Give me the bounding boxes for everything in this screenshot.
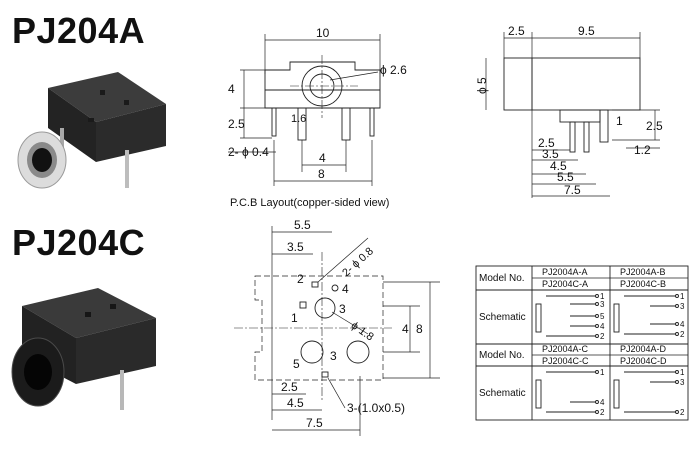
side-top-b-label: 9.5 xyxy=(578,24,595,38)
front-pin-dia-label: 2- ϕ 0.4 xyxy=(228,145,269,159)
schematic-b: 1 3 4 2 xyxy=(613,292,685,339)
model-a2: PJ2004C-A xyxy=(542,279,588,289)
model-d2: PJ2004C-D xyxy=(620,356,667,366)
front-view-drawing: 10 ϕ 2.6 4 2.5 1.6 2- ϕ 0.4 4 8 xyxy=(228,26,407,186)
sch-b-pin-1: 1 xyxy=(680,292,685,301)
pcb-h8-label: 8 xyxy=(416,322,423,336)
front-height-label: 4 xyxy=(228,82,235,96)
side-pin-h-label: 2.5 xyxy=(646,119,663,133)
table-model-label-1: Model No. xyxy=(479,273,525,284)
sch-a-pin-1: 1 xyxy=(600,292,605,301)
front-hole-dia-label: ϕ 2.6 xyxy=(380,63,407,77)
pcb-pin-1: 1 xyxy=(291,311,298,325)
side-top-a-label: 2.5 xyxy=(508,24,525,38)
model-title-pj204a: PJ204A xyxy=(12,10,146,51)
sch-b-pin-3: 3 xyxy=(680,302,685,311)
pcb-pin-3a: 3 xyxy=(339,302,346,316)
sch-b-pin-4: 4 xyxy=(680,320,685,329)
sch-d-pin-3: 3 xyxy=(680,378,685,387)
sch-b-pin-2: 2 xyxy=(680,330,685,339)
pcb-layout-drawing: P.C.B Layout(copper-sided view) 5.5 3.5 … xyxy=(230,197,440,436)
pcb-pin-2: 2 xyxy=(297,272,304,286)
sch-c-pin-4: 4 xyxy=(600,398,605,407)
front-overall-label: 8 xyxy=(318,167,325,181)
model-d1: PJ2004A-D xyxy=(620,344,667,354)
side-pin-w-label: 1 xyxy=(616,114,623,128)
schematic-table: Model No. Schematic Model No. Schematic … xyxy=(475,265,689,421)
pcb-w55-label: 5.5 xyxy=(294,218,311,232)
model-c1: PJ2004A-C xyxy=(542,344,589,354)
pcb-b75-label: 7.5 xyxy=(306,416,323,430)
front-width-label: 10 xyxy=(316,26,330,40)
sch-c-pin-2: 2 xyxy=(600,408,605,417)
table-model-label-2: Model No. xyxy=(479,350,525,361)
sch-a-pin-3: 3 xyxy=(600,300,605,309)
sch-a-pin-5: 5 xyxy=(600,312,605,321)
side-tab-label: 1.2 xyxy=(634,143,651,157)
pcb-hole08-label: 2- ϕ 0.8 xyxy=(340,245,376,279)
sch-a-pin-4: 4 xyxy=(600,322,605,331)
side-d3-label: 4.5 xyxy=(550,159,567,173)
product-photo-pj204c xyxy=(11,288,156,410)
front-pin-pitch-label: 4 xyxy=(319,151,326,165)
model-b1: PJ2004A-B xyxy=(620,267,666,277)
product-photo-pj204a xyxy=(17,72,166,189)
model-title-pj204c: PJ204C xyxy=(12,222,146,263)
sch-c-pin-1: 1 xyxy=(600,368,605,377)
side-view-drawing: 2.5 9.5 ϕ 5 2.5 1 1.2 2.5 3.5 4.5 5.5 7.… xyxy=(475,24,663,198)
side-d4-label: 5.5 xyxy=(557,170,574,184)
pcb-b25-label: 2.5 xyxy=(281,380,298,394)
schematic-d: 1 3 2 xyxy=(613,368,685,417)
pcb-slot-label: 3-(1.0x0.5) xyxy=(347,401,405,415)
pcb-pin-5: 5 xyxy=(293,357,300,371)
schematic-a: 1 3 5 4 2 xyxy=(535,292,605,341)
model-b2: PJ2004C-B xyxy=(620,279,666,289)
pcb-b45-label: 4.5 xyxy=(287,396,304,410)
table-schematic-label-1: Schematic xyxy=(479,312,526,323)
pcb-caption: P.C.B Layout(copper-sided view) xyxy=(230,197,389,209)
schematic-c: 1 4 2 xyxy=(535,368,605,417)
pcb-h4-label: 4 xyxy=(402,322,409,336)
pcb-w35-label: 3.5 xyxy=(287,240,304,254)
sch-d-pin-1: 1 xyxy=(680,368,685,377)
pcb-pin-3b: 3 xyxy=(330,349,337,363)
sch-d-pin-2: 2 xyxy=(680,408,685,417)
model-c2: PJ2004C-C xyxy=(542,356,589,366)
table-schematic-label-2: Schematic xyxy=(479,388,526,399)
side-d5-label: 7.5 xyxy=(564,183,581,197)
pcb-pin-4a: 4 xyxy=(342,282,349,296)
side-d1-label: 2.5 xyxy=(538,136,555,150)
model-a1: PJ2004A-A xyxy=(542,267,588,277)
front-pin-gap-label: 1.6 xyxy=(291,113,306,125)
side-d2-label: 3.5 xyxy=(542,147,559,161)
sch-a-pin-2: 2 xyxy=(600,332,605,341)
front-pin-height-label: 2.5 xyxy=(228,117,245,131)
side-body-dia-label: ϕ 5 xyxy=(475,77,489,94)
pcb-hole18-label: ϕ 1.8 xyxy=(349,320,376,344)
